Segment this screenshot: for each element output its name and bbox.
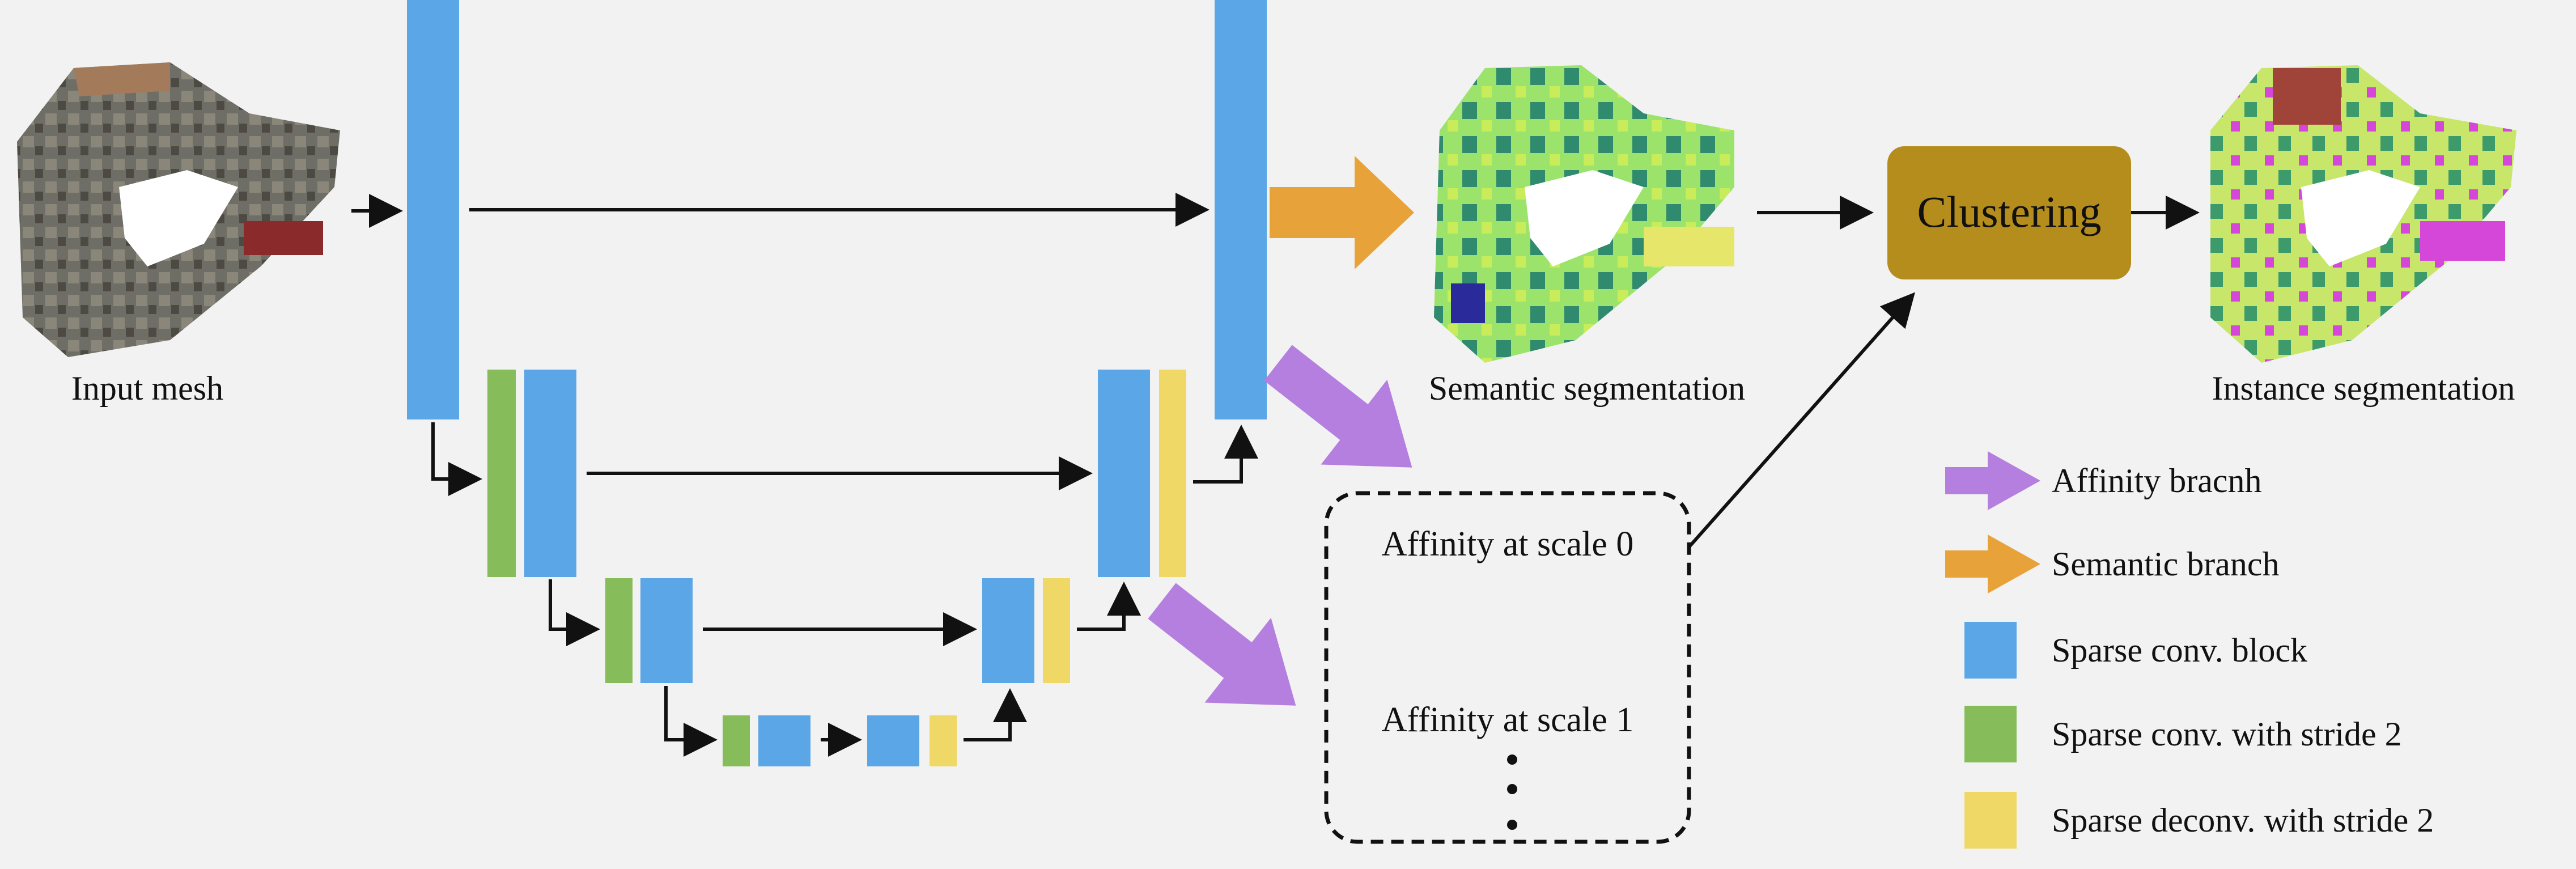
legend-box-swatch [1964, 706, 2017, 762]
encoder-block-level1 [524, 370, 576, 577]
conv-stride2-level1 [487, 370, 516, 577]
deconv-stride2-level2 [1043, 578, 1070, 683]
conv-stride2-level2 [605, 578, 633, 683]
legend-item-3: Sparse conv. block [1964, 622, 2307, 679]
decoder-block-level1 [1098, 370, 1150, 577]
legend-item-5: Sparse deconv. with stride 2 [1964, 792, 2434, 849]
affinity-branch-arrow-1 [1148, 583, 1296, 706]
affinity-branch-arrow-0 [1264, 345, 1412, 468]
legend-box-swatch [1964, 792, 2017, 849]
affinity-scale-1-label: Affinity at scale 1 [1382, 701, 1634, 739]
semantic-segmentation-label: Semantic segmentation [1429, 370, 1745, 407]
deconv-stride2-level1 [1159, 370, 1186, 577]
semantic-segmentation-image [1434, 65, 1734, 363]
legend-label: Sparse deconv. with stride 2 [2052, 802, 2434, 839]
instance-segmentation-label: Instance segmentation [2212, 370, 2515, 407]
ellipsis-dots [1507, 754, 1517, 830]
legend-box-swatch [1964, 622, 2017, 679]
decoder-block-level2 [982, 578, 1034, 683]
decoder-block-level3 [867, 715, 919, 766]
input-mesh-image [17, 62, 340, 357]
legend-arrow-swatch [1945, 451, 2040, 510]
encoder-block-level3 [758, 715, 810, 766]
affinity-outputs-box [1324, 491, 1691, 844]
semantic-branch-arrow [1270, 156, 1414, 269]
legend-label: Affinity bracnh [2052, 462, 2261, 499]
encoder-block-level2 [640, 578, 693, 683]
deconv-stride2-level3 [930, 715, 957, 766]
instance-segmentation-image [2210, 65, 2516, 363]
legend-item-2: Semantic branch [1945, 535, 2280, 594]
legend-item-1: Affinity bracnh [1945, 451, 2261, 510]
decoder-block-level0 [1215, 0, 1267, 419]
clustering-label: Clustering [1917, 187, 2102, 236]
connection-arrows [351, 193, 2200, 757]
legend-label: Sparse conv. with stride 2 [2052, 715, 2402, 753]
encoder-block-level0 [407, 0, 459, 419]
legend-arrow-swatch [1945, 535, 2040, 594]
affinity-scale-0-label: Affinity at scale 0 [1382, 525, 1634, 563]
input-mesh-label: Input mesh [71, 370, 223, 407]
legend-label: Sparse conv. block [2052, 631, 2307, 669]
conv-stride2-level3 [723, 715, 750, 766]
legend-item-4: Sparse conv. with stride 2 [1964, 706, 2402, 762]
legend-label: Semantic branch [2052, 545, 2280, 583]
clustering-box [1887, 146, 2131, 279]
